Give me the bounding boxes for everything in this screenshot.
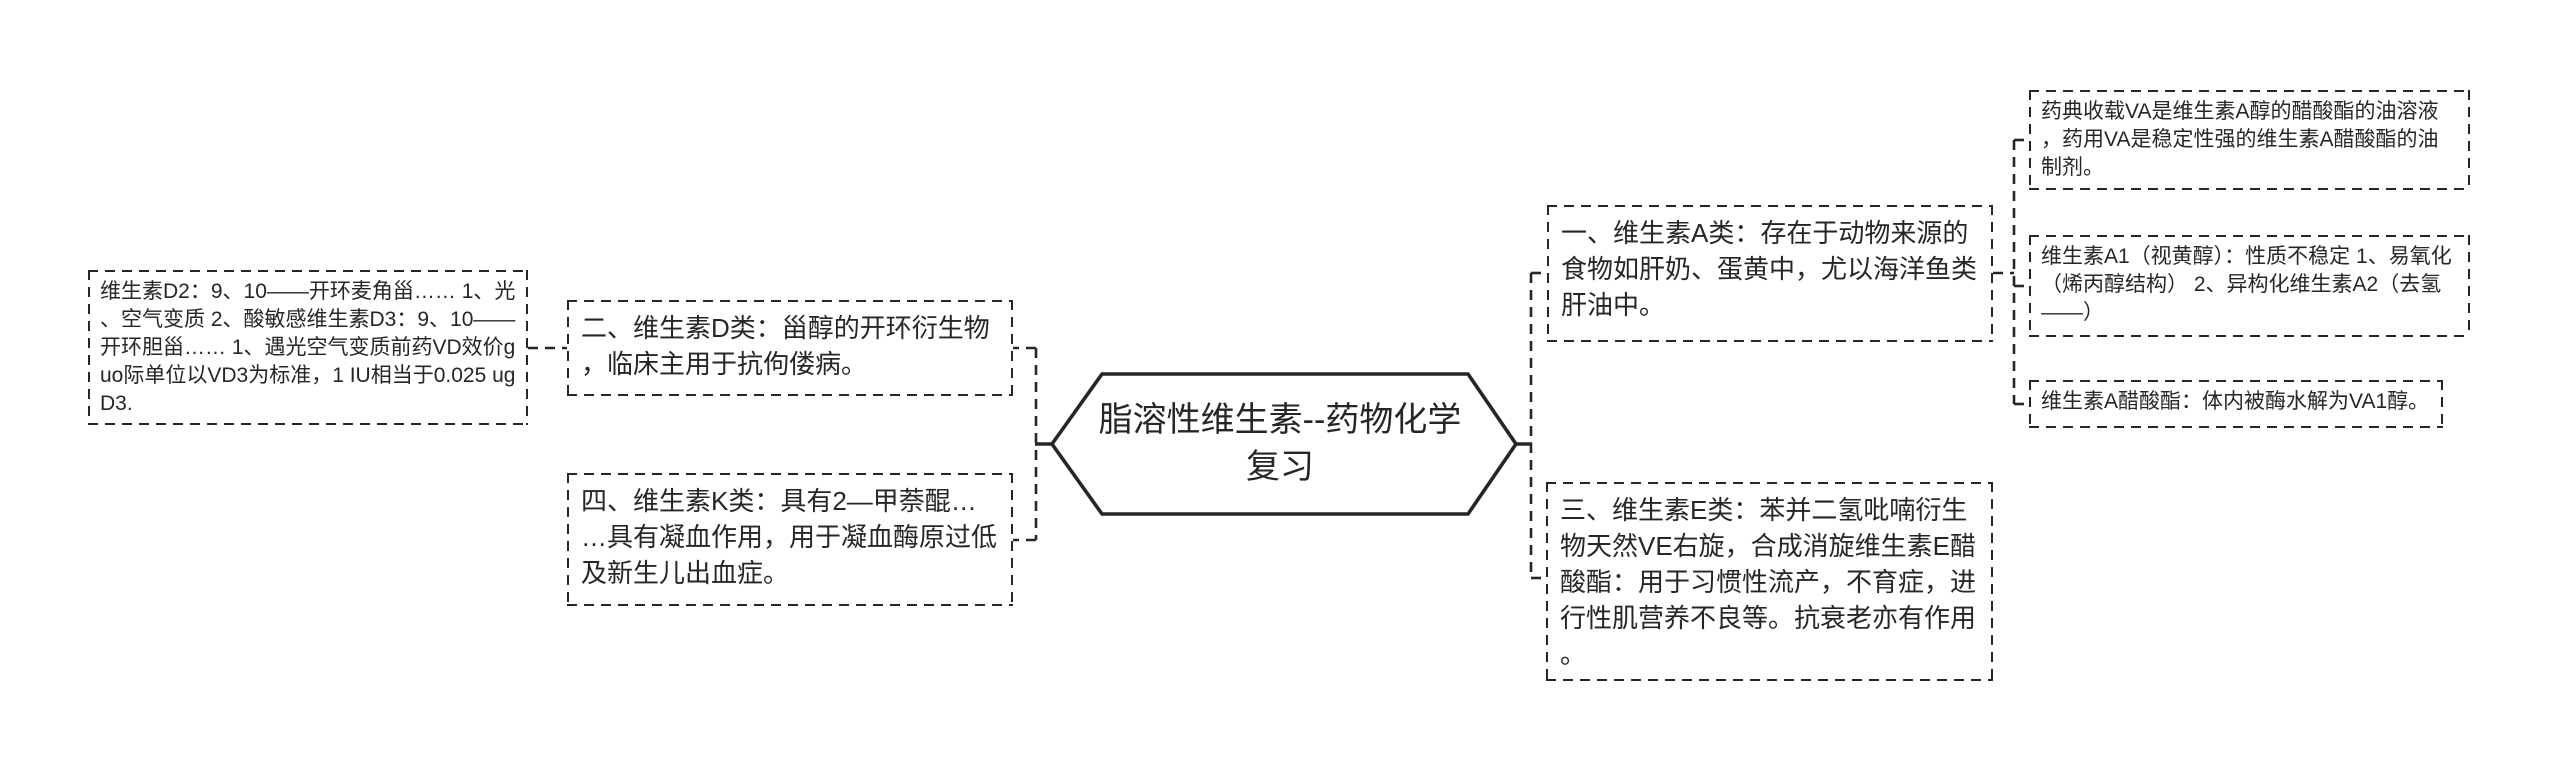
root-node-shape[interactable] (1049, 372, 1519, 516)
node-va-pharmacopoeia-note[interactable]: 药典收载VA是维生素A醇的醋酸酯的油溶液，药用VA是稳定性强的维生素A醋酸酯的油… (2029, 90, 2470, 190)
node-va-acetate-note[interactable]: 维生素A醋酸酯：体内被酶水解为VA1醇。 (2029, 380, 2443, 428)
node-vitamin-d[interactable]: 二、维生素D类：甾醇的开环衍生物，临床主用于抗佝偻病。 (567, 300, 1013, 396)
root-node-label: 脂溶性维生素--药物化学复习 (1098, 401, 1462, 486)
node-vitamin-k[interactable]: 四、维生素K类：具有2—甲萘醌……具有凝血作用，用于凝血酶原过低及新生儿出血症。 (567, 473, 1013, 606)
node-vitamin-a[interactable]: 一、维生素A类：存在于动物来源的食物如肝奶、蛋黄中，尤以海洋鱼类肝油中。 (1547, 205, 1993, 342)
node-vitamin-e[interactable]: 三、维生素E类：苯并二氢吡喃衍生物天然VE右旋，合成消旋维生素E醋酸酯：用于习惯… (1546, 482, 1993, 681)
node-vitamin-d2-note[interactable]: 维生素D2：9、10——开环麦角甾…… 1、光、空气变质 2、酸敏感维生素D3：… (88, 270, 528, 425)
root-node[interactable]: 脂溶性维生素--药物化学复习 (1085, 374, 1475, 514)
node-vitamin-a1-note[interactable]: 维生素A1（视黄醇）：性质不稳定 1、易氧化（烯丙醇结构） 2、异构化维生素A2… (2029, 235, 2470, 337)
